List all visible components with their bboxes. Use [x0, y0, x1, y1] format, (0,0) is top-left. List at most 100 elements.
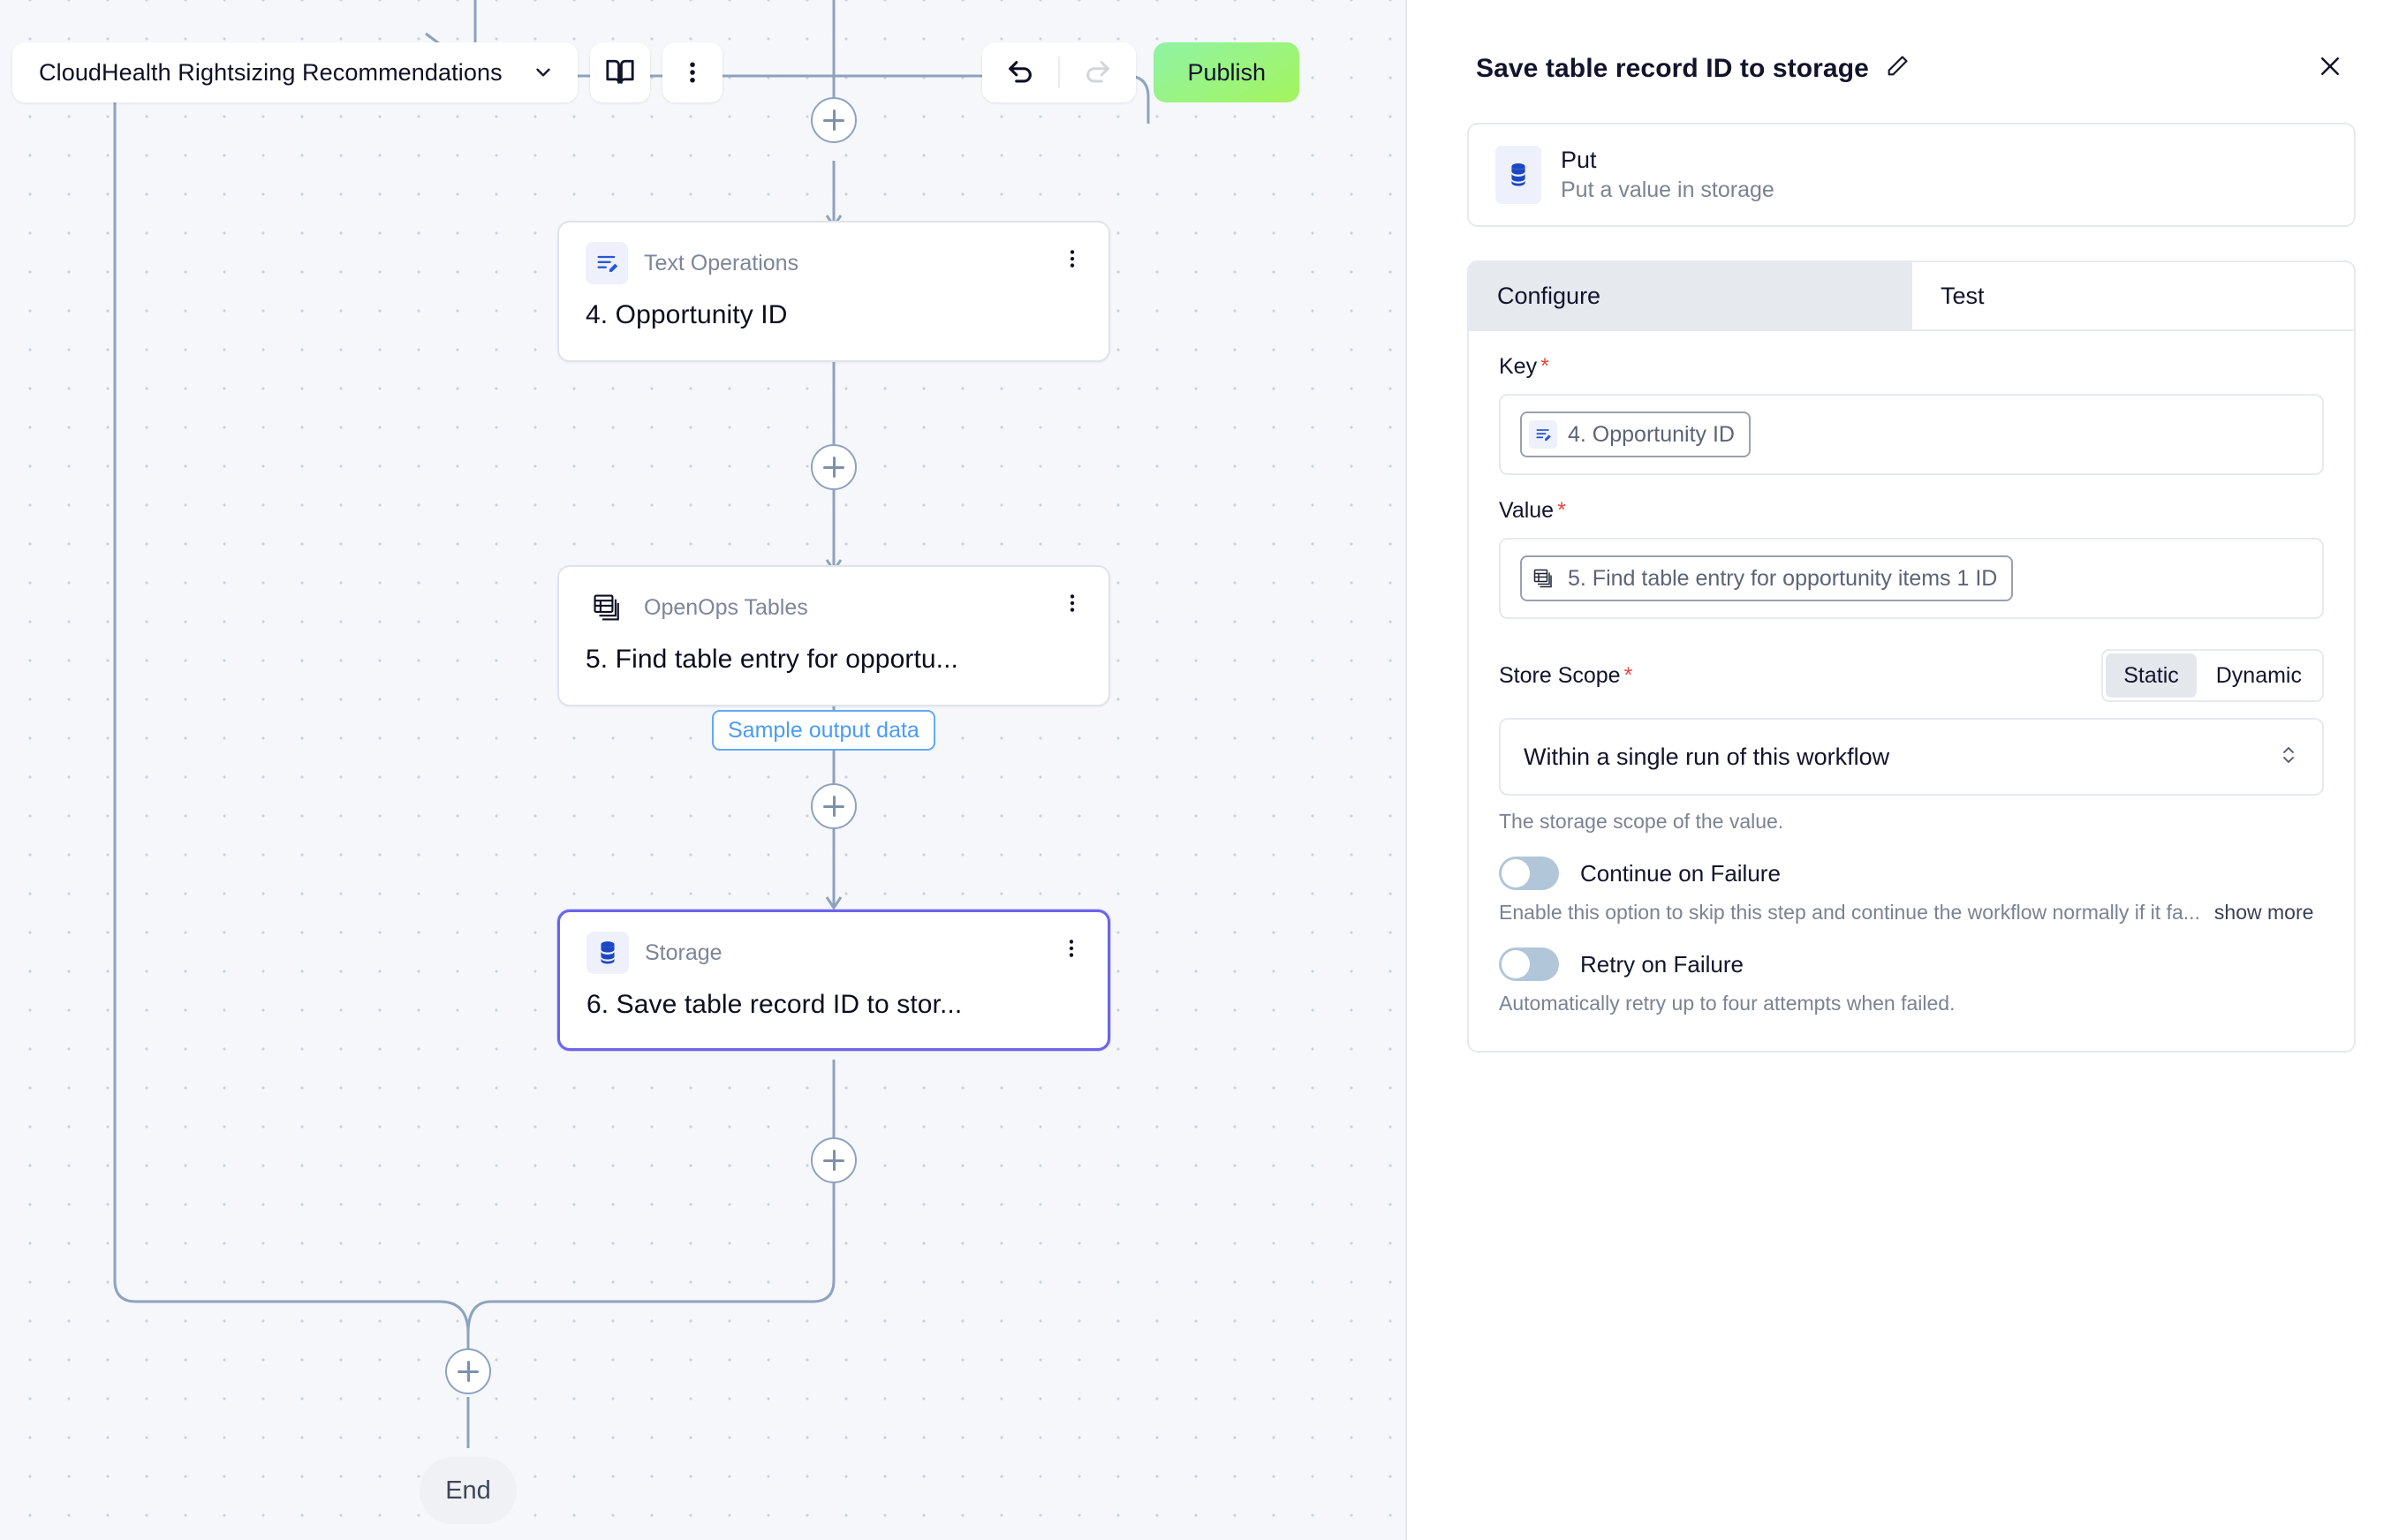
canvas-toolbar-right: Publish [982, 42, 1299, 102]
dynamic-mode-button[interactable]: Dynamic [2198, 653, 2319, 698]
node-header: Storage [586, 932, 1085, 974]
panel-header: Save table record ID to storage [1442, 0, 2356, 89]
workflow-name-selector[interactable]: CloudHealth Rightsizing Recommendations [12, 42, 578, 102]
node-more-button[interactable] [1061, 247, 1084, 275]
store-scope-select[interactable]: Within a single run of this workflow [1499, 718, 2324, 796]
action-summary-card[interactable]: Put Put a value in storage [1467, 123, 2356, 227]
configure-card: Configure Test Key* [1467, 260, 2356, 1053]
static-dynamic-toggle: Static Dynamic [2101, 649, 2324, 702]
static-mode-button[interactable]: Static [2106, 653, 2197, 698]
more-vertical-icon [1069, 940, 1074, 957]
required-marker: * [1540, 354, 1549, 379]
show-more-link[interactable]: show more [2213, 901, 2314, 924]
value-mention-chip[interactable]: 5. Find table entry for opportunity item… [1520, 555, 2014, 601]
docs-button[interactable] [590, 42, 650, 102]
pencil-icon [1888, 56, 1908, 76]
store-scope-row: Store Scope* Static Dynamic [1469, 619, 2354, 702]
text-operations-icon [586, 242, 628, 284]
node-title: 5. Find table entry for opportu... [586, 645, 958, 674]
retry-on-failure-description: Automatically retry up to four attempts … [1499, 992, 1956, 1015]
continue-on-failure-description-row: Enable this option to skip this step and… [1469, 890, 2354, 925]
retry-on-failure-toggle[interactable] [1499, 947, 1559, 981]
action-summary-text: Put Put a value in storage [1561, 146, 1774, 204]
card-bottom-spacer [1469, 1015, 2354, 1051]
store-scope-label: Store Scope* [1499, 662, 1633, 688]
undo-button[interactable] [995, 47, 1046, 98]
toolbar-separator [1058, 57, 1061, 88]
redo-arrow-icon [1086, 61, 1110, 83]
node-type-label: OpenOps Tables [644, 594, 808, 620]
chevron-up-down-icon [2278, 742, 2299, 773]
more-vertical-icon [690, 62, 695, 83]
add-step-button-top[interactable] [811, 97, 857, 143]
store-scope-selected-value: Within a single run of this workflow [1524, 743, 1890, 770]
key-input[interactable]: 4. Opportunity ID [1499, 394, 2324, 475]
canvas-toolbar-left: CloudHealth Rightsizing Recommendations [12, 42, 723, 102]
close-panel-button[interactable] [2312, 48, 2349, 89]
canvas-more-button[interactable] [662, 42, 723, 102]
retry-on-failure-label: Retry on Failure [1580, 950, 1744, 978]
action-description: Put a value in storage [1561, 177, 1774, 202]
tab-test[interactable]: Test [1912, 262, 2354, 329]
key-mention-chip[interactable]: 4. Opportunity ID [1520, 411, 1751, 457]
panel-tabs: Configure Test [1469, 262, 2354, 331]
value-field-group: Value* 5. Find table entry for opportuni… [1469, 475, 2354, 619]
more-vertical-icon [1070, 250, 1075, 268]
node-title: 6. Save table record ID to stor... [586, 990, 963, 1019]
node-more-button[interactable] [1060, 937, 1083, 964]
toggle-knob [1502, 859, 1530, 887]
undo-redo-group [982, 42, 1137, 102]
key-mention-label: 4. Opportunity ID [1568, 421, 1735, 447]
node-title: 4. Opportunity ID [586, 300, 788, 329]
add-step-button-3[interactable] [811, 1137, 857, 1183]
value-input[interactable]: 5. Find table entry for opportunity item… [1499, 538, 2324, 619]
value-mention-label: 5. Find table entry for opportunity item… [1568, 565, 1998, 591]
key-field-group: Key* 4. Opportunity ID [1469, 331, 2354, 475]
toggle-knob [1502, 950, 1530, 978]
sample-output-data-badge[interactable]: Sample output data [712, 710, 935, 751]
retry-on-failure-description-row: Automatically retry up to four attempts … [1469, 981, 2354, 1015]
text-operations-icon [1529, 420, 1557, 449]
end-node: End [420, 1457, 517, 1524]
required-marker: * [1623, 662, 1633, 688]
node-header: OpenOps Tables [586, 586, 1086, 629]
tables-icon [586, 586, 628, 629]
node-more-button[interactable] [1061, 592, 1084, 619]
workflow-node-storage[interactable]: Storage 6. Save table record ID to stor.… [557, 910, 1110, 1051]
tables-icon [1529, 564, 1557, 593]
workflow-canvas[interactable]: CloudHealth Rightsizing Recommendations [0, 0, 1407, 1540]
key-label: Key* [1499, 354, 1549, 379]
redo-button[interactable] [1072, 47, 1124, 98]
retry-on-failure-row: Retry on Failure [1469, 925, 2354, 981]
add-step-button-2[interactable] [811, 783, 857, 829]
database-icon [586, 932, 629, 974]
continue-on-failure-label: Continue on Failure [1580, 859, 1781, 887]
undo-arrow-icon [1009, 61, 1033, 83]
action-name: Put [1561, 146, 1597, 173]
close-icon [2321, 57, 2339, 75]
step-settings-panel: Save table record ID to storage [1407, 0, 2391, 1540]
add-step-button-1[interactable] [811, 444, 857, 490]
rename-step-button[interactable] [1885, 54, 1910, 83]
more-vertical-icon [1070, 594, 1075, 612]
required-marker: * [1557, 498, 1566, 523]
tab-configure[interactable]: Configure [1469, 262, 1912, 329]
book-icon [606, 59, 634, 84]
continue-on-failure-description: Enable this option to skip this step and… [1499, 901, 2200, 924]
panel-title: Save table record ID to storage [1476, 53, 1869, 83]
workflow-node-openops-tables[interactable]: OpenOps Tables 5. Find table entry for o… [557, 565, 1110, 706]
node-header: Text Operations [586, 242, 1086, 284]
publish-button[interactable]: Publish [1154, 42, 1299, 102]
node-type-label: Text Operations [644, 250, 799, 276]
database-icon [1495, 146, 1541, 204]
workflow-name-label: CloudHealth Rightsizing Recommendations [39, 58, 503, 86]
continue-on-failure-toggle[interactable] [1499, 857, 1559, 890]
canvas-panel-divider [1405, 0, 1407, 1540]
value-label: Value* [1499, 498, 1566, 523]
continue-on-failure-row: Continue on Failure [1469, 834, 2354, 890]
node-type-label: Storage [645, 940, 723, 965]
workflow-node-text-operations[interactable]: Text Operations 4. Opportunity ID [557, 221, 1110, 362]
store-scope-helper: The storage scope of the value. [1499, 810, 1784, 833]
chevron-down-icon [536, 68, 550, 77]
add-step-button-end[interactable] [445, 1348, 491, 1394]
